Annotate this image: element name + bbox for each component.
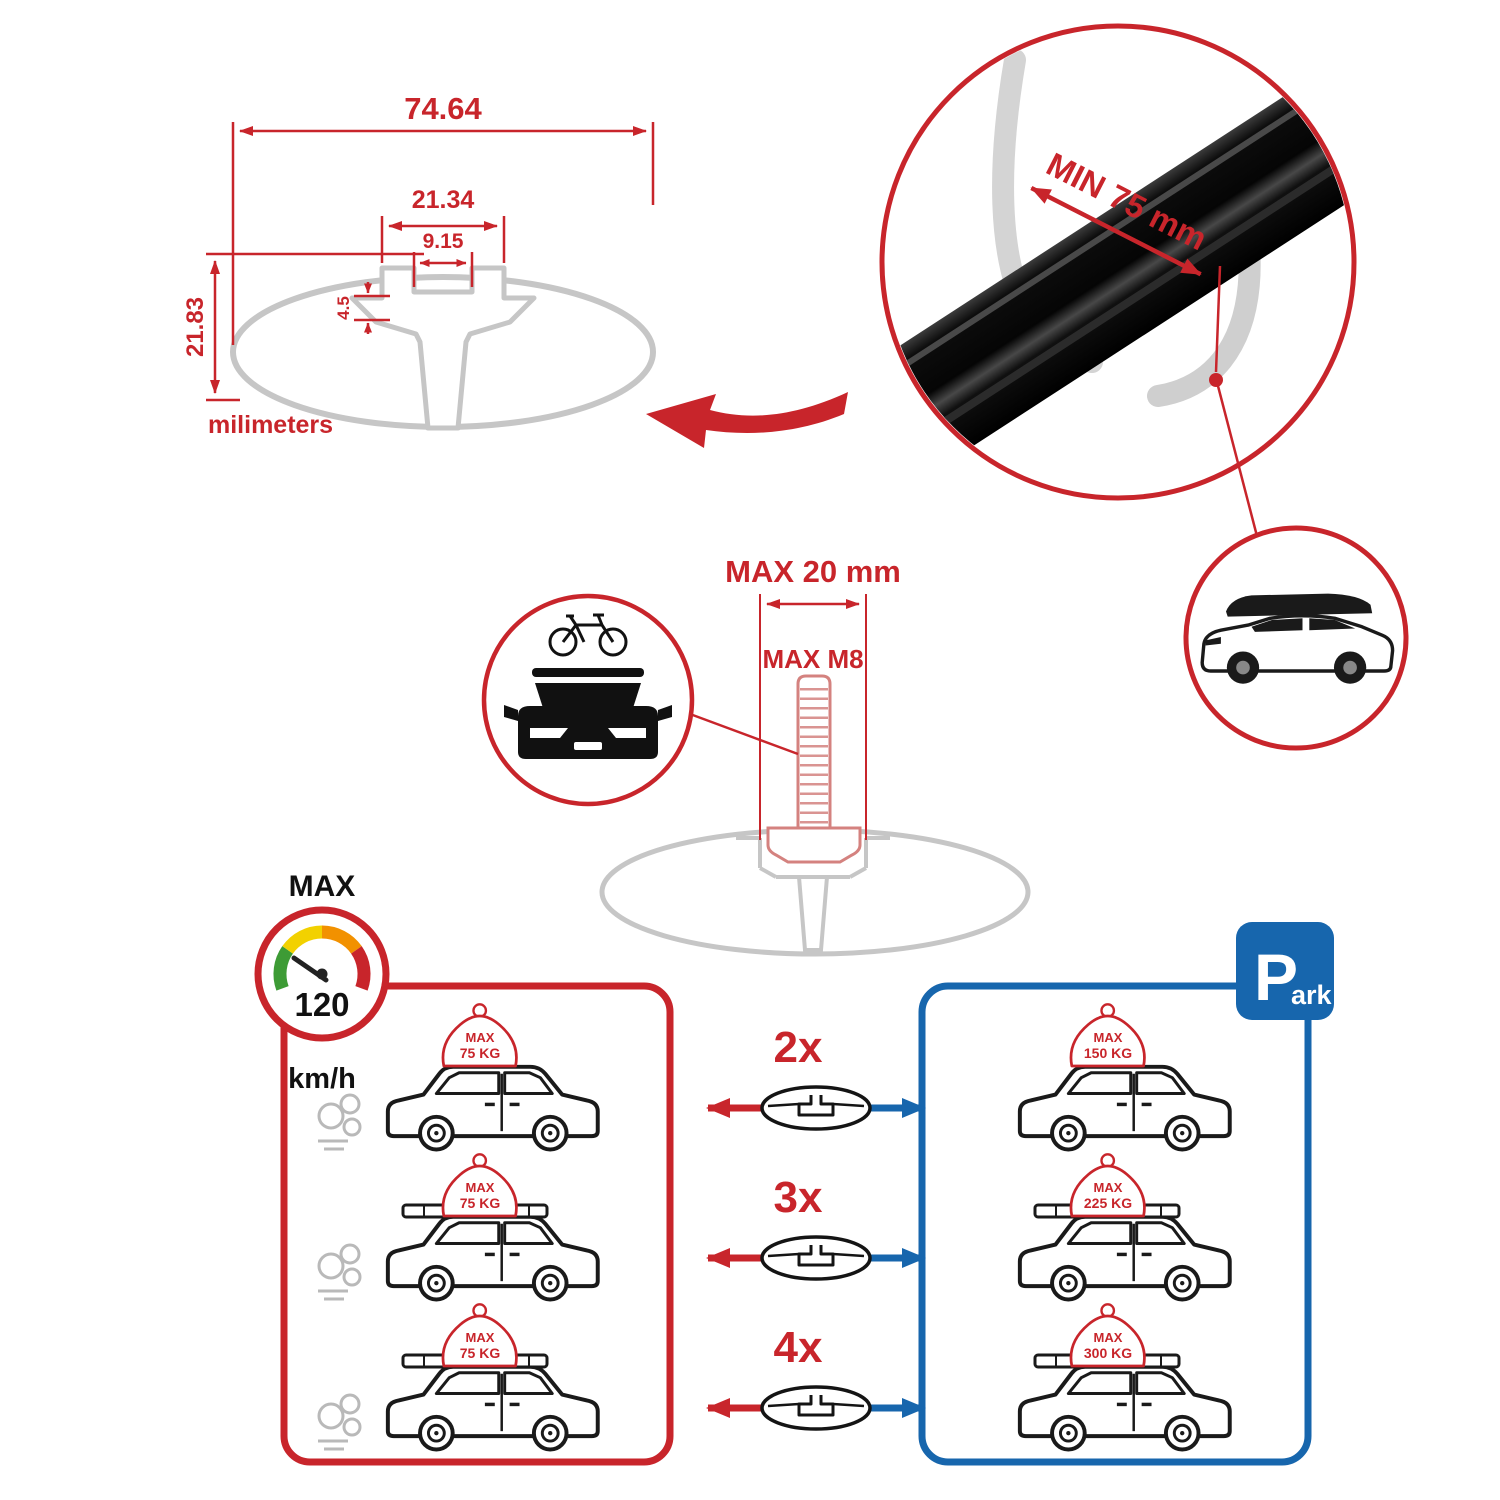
speed-value: 120 [294,986,349,1023]
bag-max-label: MAX [466,1330,495,1345]
slot-cavity-outline [736,836,890,879]
driving-car-row-1: MAX 75 KG [316,1002,600,1152]
car-front-with-bike [504,613,672,759]
bike-mount-circle [481,593,695,807]
dim-lip-depth: 4.5 [334,296,353,320]
driving-car-row-2: MAX 75 KG [316,1152,600,1302]
bag-load-label: 225 KG [1084,1195,1132,1211]
zoom-circle-border [879,23,1357,501]
bar-quantity-row-1: 2x [706,1023,926,1131]
parking-sign: P ark [1236,922,1334,1020]
speed-max-heading: MAX [289,870,356,903]
bag-load-label: 75 KG [460,1195,501,1211]
parking-sign-bg [1236,922,1334,1020]
parking-sign-ark: ark [1291,980,1333,1010]
profile-dimension-diagram: 74.64 21.34 9.15 4.5 21.83 milimeters [182,91,656,439]
parking-car-row-1: MAX 150 KG [1017,1002,1232,1152]
mount-point-dot [1209,373,1223,387]
dim-slot-outer: 21.34 [412,186,475,214]
bolt-dimension-lines [759,594,867,840]
tbolt-drawing [766,674,862,864]
dim-units-label: milimeters [208,411,333,439]
parking-car-row-3: MAX 300 KG [1017,1302,1232,1452]
zoom-pointer-arrow [646,392,848,448]
bicycle-icon [548,613,628,657]
parking-car-row-2: MAX 225 KG [1017,1152,1232,1302]
bolt-max-width-label: MAX 20 mm [725,554,901,589]
driving-car-row-3: MAX 75 KG [316,1302,600,1452]
dim-total-height: 21.83 [182,297,209,357]
qty-label: 3x [774,1173,823,1222]
bag-max-label: MAX [1094,1180,1123,1195]
car-with-roofbox [1200,593,1395,684]
bar-quantity-row-3: 4x [706,1323,926,1431]
crossbar-section-icon [760,1085,872,1131]
roofbox-usage-circle [1183,385,1409,751]
roofbox-icon [1226,593,1373,617]
crossbar-section-icon [760,1235,872,1281]
bag-max-label: MAX [466,1030,495,1045]
slot-stem-outline [796,875,830,952]
tbolt-spec-diagram: MAX 20 mm MAX M8 [599,554,1031,957]
bag-load-label: 75 KG [460,1045,501,1061]
bolt-max-thread-label: MAX M8 [762,644,863,674]
speed-unit: km/h [288,1063,356,1095]
bar-quantity-row-2: 3x [706,1173,926,1281]
bag-max-label: MAX [1094,1330,1123,1345]
bag-max-label: MAX [466,1180,495,1195]
dimension-lines [206,122,655,402]
bag-max-label: MAX [1094,1030,1123,1045]
speed-limit-gauge: MAX 120 km/h [254,870,390,1095]
qty-label: 4x [774,1323,823,1372]
bag-load-label: 75 KG [460,1345,501,1361]
bag-load-label: 300 KG [1084,1345,1132,1361]
dim-slot-inner: 9.15 [423,230,464,253]
bag-load-label: 150 KG [1084,1045,1132,1061]
dim-total-width: 74.64 [404,91,482,126]
crossbar-section-icon [760,1385,872,1431]
parking-sign-p: P [1254,940,1298,1014]
crossbar-zoom-detail: MIN 75 mm [879,23,1357,501]
qty-label: 2x [774,1023,823,1072]
